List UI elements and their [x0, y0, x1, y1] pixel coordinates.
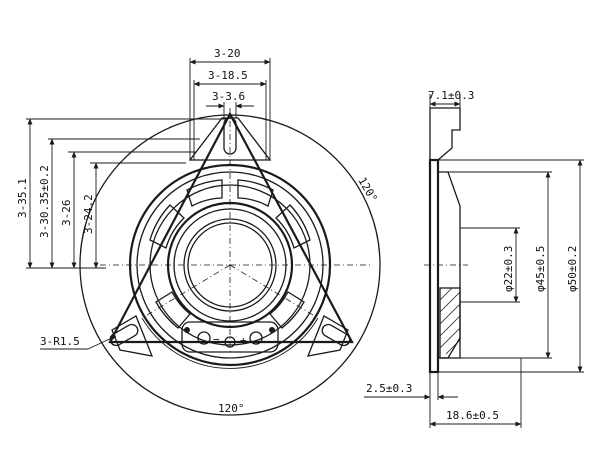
left-slot: [109, 323, 139, 347]
dim-width-20: 3-20: [214, 47, 241, 60]
dim-height-3035: 3-30.35±0.2: [38, 165, 51, 238]
leader-radius: [87, 335, 117, 350]
side-view: 7.1±0.3 φ22±0.3 φ45±0.5 φ50±0.2 2.5±0.3 …: [364, 89, 584, 428]
dim-height-26: 3-26: [60, 200, 73, 227]
flange-plate: [428, 158, 440, 374]
magnet-hatching: [439, 287, 461, 355]
dim-height-351: 3-35.1: [16, 178, 29, 218]
terminal-minus-label: −: [213, 333, 220, 346]
angle-arc-bottom: [141, 317, 319, 369]
dim-diameter-50: φ50±0.2: [566, 246, 579, 292]
frame-window-4: [275, 204, 311, 249]
dim-top-thickness: 7.1±0.3: [428, 89, 474, 102]
magnet-block: [439, 287, 461, 359]
terminal-plus-pad: [249, 331, 263, 345]
dim-diameter-45: φ45±0.5: [534, 246, 547, 292]
dim-width-36: 3-3.6: [212, 90, 245, 103]
left-tab: [111, 315, 154, 357]
frame-window-3: [149, 204, 185, 249]
center-line-left: [141, 264, 231, 319]
frame-window-6: [269, 291, 305, 329]
terminal-plus-label: +: [240, 334, 247, 347]
front-view: − + 3-20 3-18.5 3-3.6 3-35.1 3-30.35±0.: [16, 47, 381, 416]
frame-window-1: [186, 179, 223, 207]
dim-height-242: 3-24.2: [82, 194, 95, 234]
dim-radius: 3-R1.5: [40, 335, 80, 348]
rivet-left: [184, 327, 190, 333]
mounting-tab: [429, 107, 461, 161]
right-tab: [306, 315, 349, 357]
dim-depth: 18.6±0.5: [446, 409, 499, 422]
rivet-right: [269, 327, 275, 333]
dim-diameter-22: φ22±0.3: [502, 246, 515, 292]
frame-triangle: [108, 111, 354, 344]
dim-flange: 2.5±0.3: [366, 382, 412, 395]
center-line-right: [229, 264, 319, 319]
right-slot: [321, 323, 351, 347]
dim-width-185: 3-18.5: [208, 69, 248, 82]
terminal-minus-pad: [197, 331, 211, 345]
frame-window-5: [155, 291, 191, 329]
frame-window-2: [237, 179, 274, 207]
angle-bottom: 120°: [218, 402, 245, 415]
